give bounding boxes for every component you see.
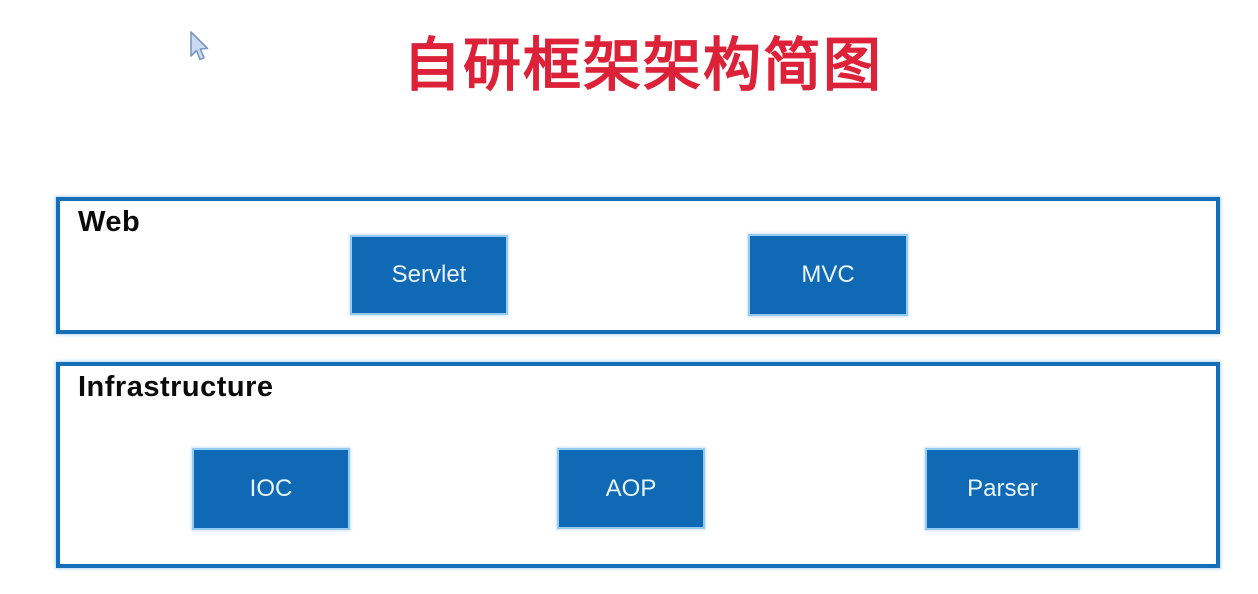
node-mvc: MVC — [748, 234, 908, 316]
node-servlet: Servlet — [350, 235, 508, 315]
layer-box-web: Web Servlet MVC — [56, 197, 1220, 334]
node-ioc: IOC — [192, 448, 350, 530]
node-aop: AOP — [557, 448, 705, 529]
mouse-cursor-icon — [190, 31, 209, 61]
diagram-title: 自研框架架构简图 — [402, 33, 883, 98]
node-parser: Parser — [925, 448, 1080, 530]
layer-label-infrastructure: Infrastructure — [78, 371, 274, 403]
layer-box-infrastructure: Infrastructure IOC AOP Parser — [56, 362, 1220, 568]
layer-label-web: Web — [78, 206, 141, 238]
